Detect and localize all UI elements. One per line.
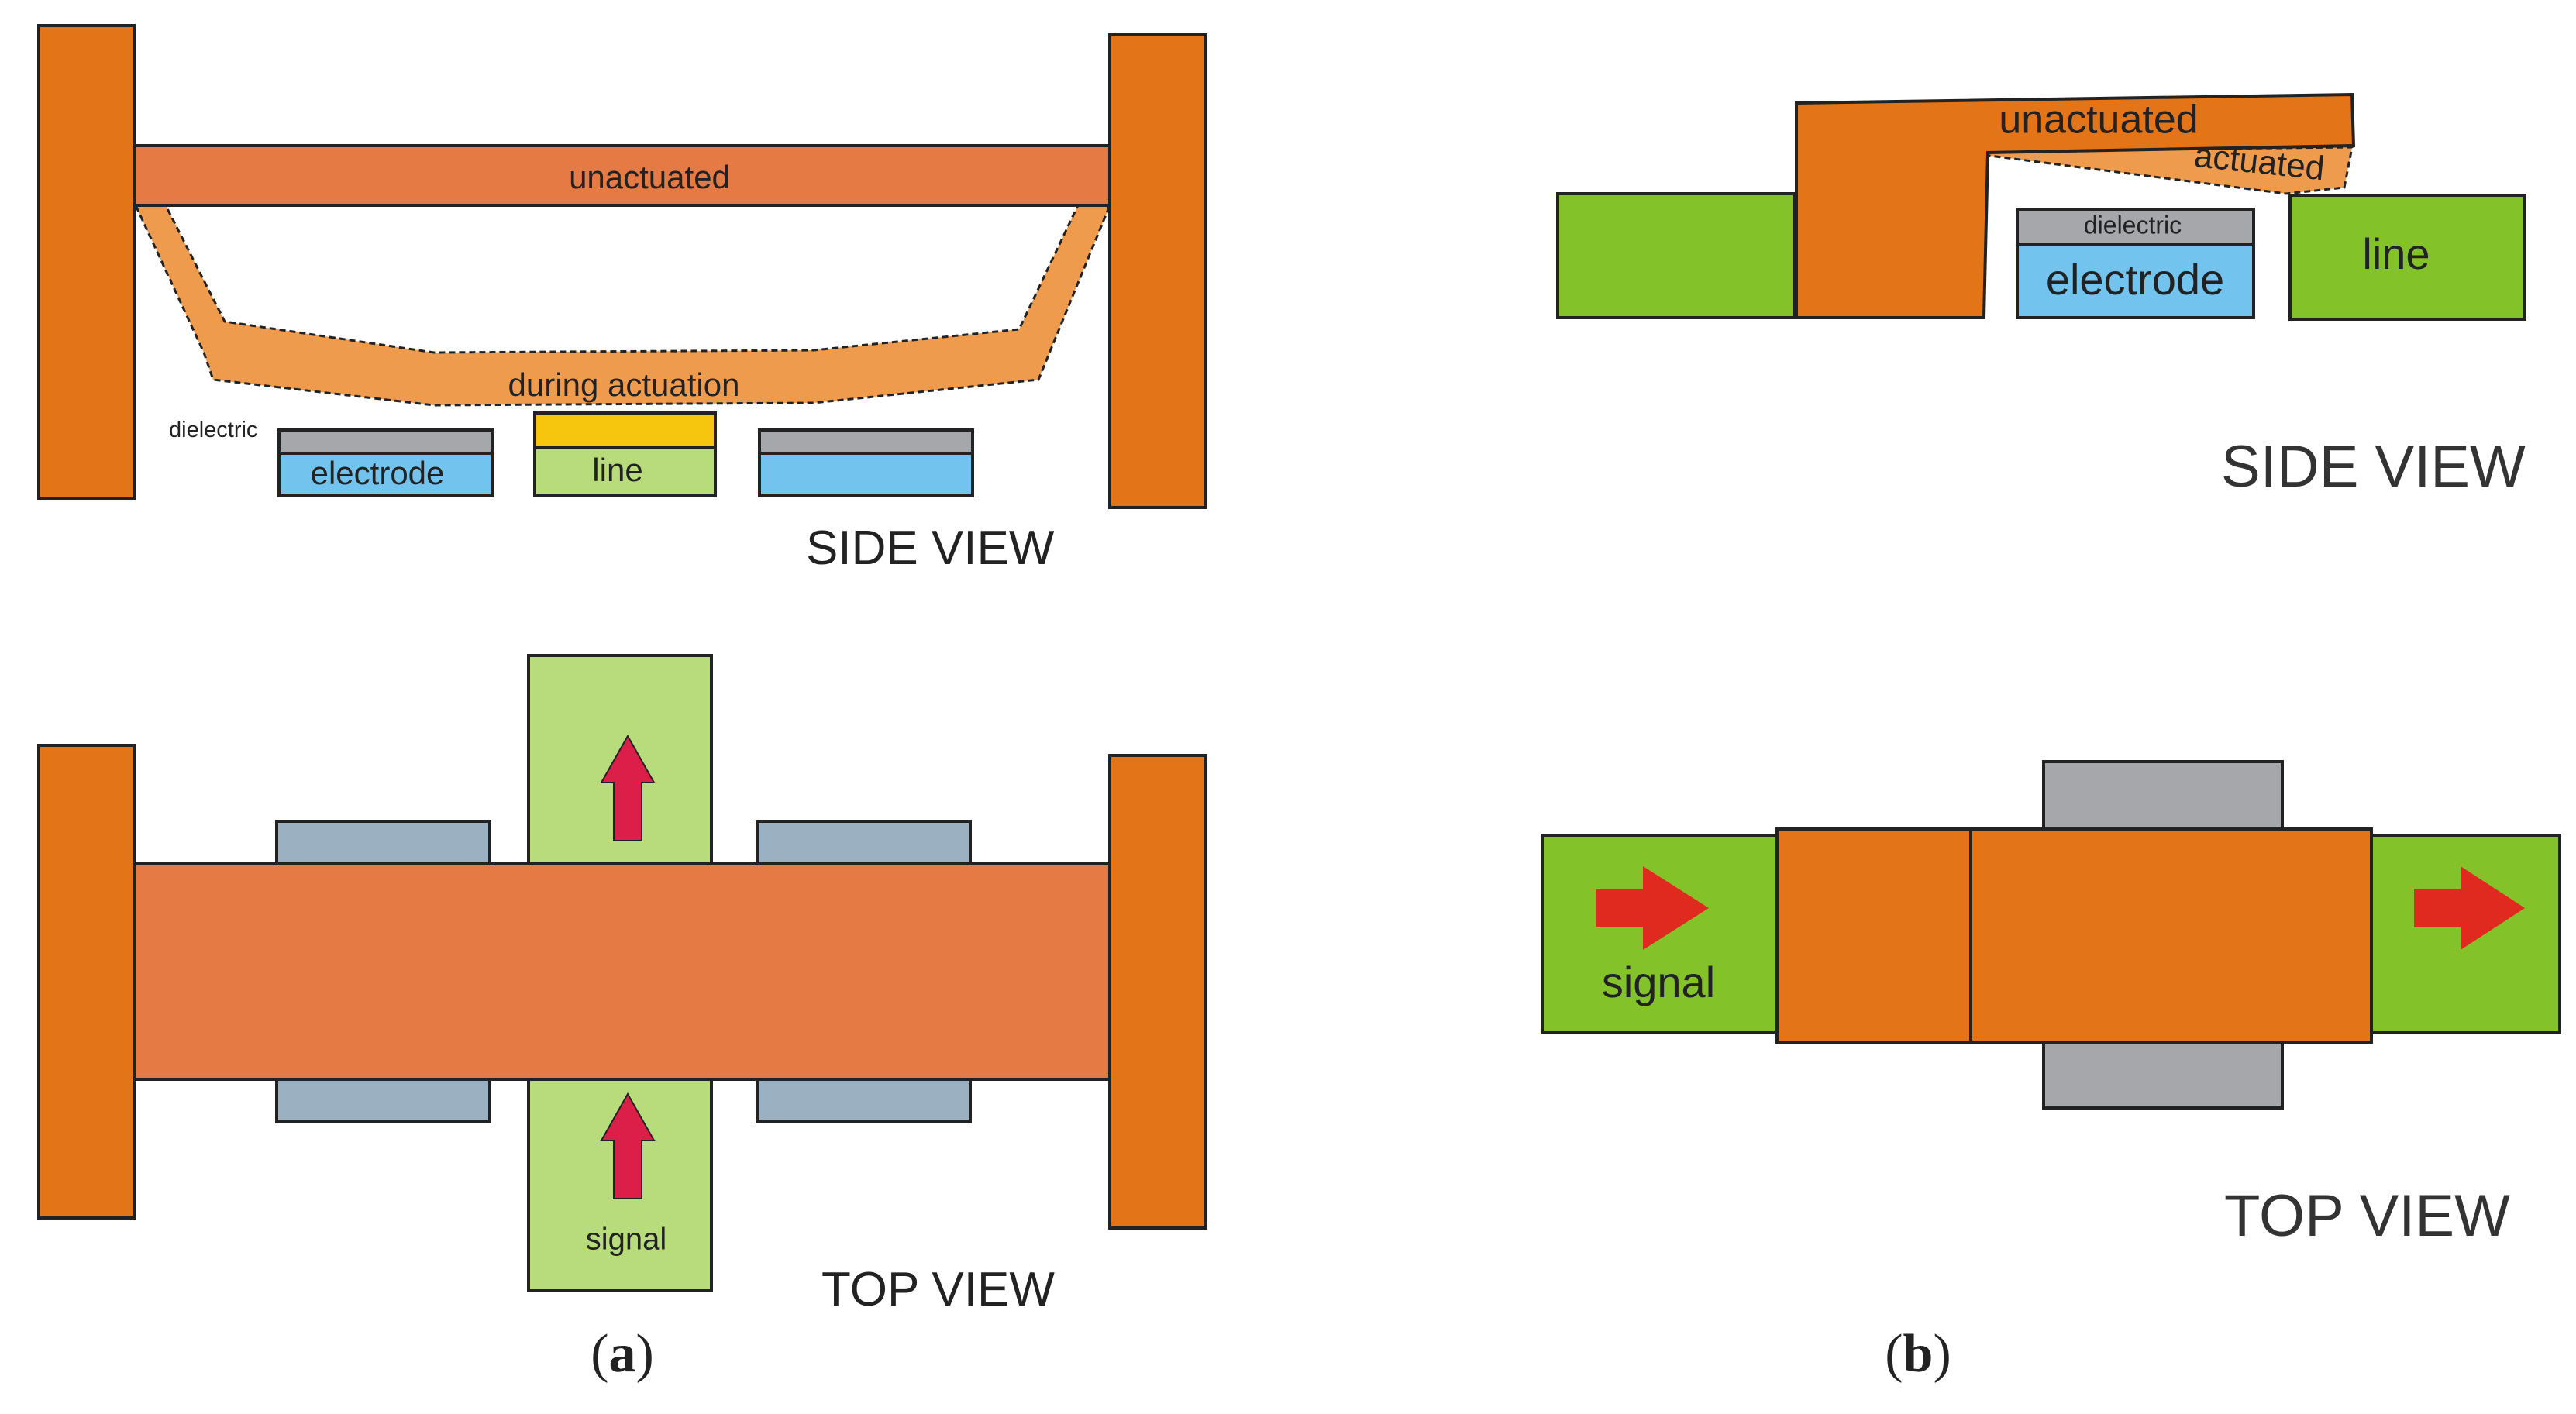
label-electrode: electrode	[311, 455, 445, 491]
top-view-label-b: TOP VIEW	[2224, 1183, 2510, 1249]
anchor-top-left	[37, 744, 136, 1220]
panel-a-top-view: signal TOP VIEW	[37, 654, 1207, 1316]
cantilever-unactuated	[1795, 92, 2356, 319]
caption-a: (a)	[591, 1324, 654, 1384]
bridge-beam-top	[133, 862, 1111, 1081]
electrode-top-b-lower	[2042, 1037, 2284, 1110]
label-dielectric: dielectric	[169, 418, 257, 442]
ground-left	[1556, 192, 1796, 319]
signal-line-side-b	[2288, 194, 2526, 321]
panel-a-side-view: unactuated during actuation dielectric e…	[37, 24, 1207, 575]
electrode-top-right-lower	[756, 1078, 972, 1123]
label-electrode-b: electrode	[2046, 255, 2224, 304]
electrode-b	[2016, 243, 2255, 319]
label-signal-b: signal	[1602, 958, 1715, 1006]
label-signal-a: signal	[586, 1223, 667, 1257]
beam-unactuated	[133, 144, 1111, 207]
label-dielectric-b: dielectric	[2084, 211, 2182, 239]
dielectric-right	[758, 428, 974, 455]
dielectric-b	[2016, 208, 2255, 246]
arrow-up-icon	[600, 1092, 656, 1199]
electrode-top-left-lower	[275, 1078, 491, 1123]
anchor-top-right	[1108, 754, 1207, 1230]
caption-b: (b)	[1885, 1324, 1951, 1384]
arrow-right-icon	[2414, 866, 2525, 950]
arrow-up-icon	[600, 734, 656, 841]
panel-b-side-view: line dielectric electrode unactuated act…	[1556, 92, 2526, 500]
dielectric-left	[277, 428, 494, 455]
label-during-actuation: during actuation	[508, 366, 740, 403]
signal-line	[533, 446, 717, 497]
label-line: line	[592, 452, 642, 488]
label-line-b: line	[2362, 229, 2430, 278]
arrow-right-icon	[1596, 866, 1709, 950]
electrode-right	[758, 452, 974, 497]
top-view-label-a: TOP VIEW	[821, 1263, 1055, 1316]
electrode-left	[277, 452, 494, 497]
anchor-right	[1108, 33, 1207, 509]
label-unactuated: unactuated	[569, 159, 730, 195]
dielectric-center	[533, 411, 717, 449]
electrode-top-left-upper	[275, 820, 491, 865]
cantilever-beam-top-b	[1969, 827, 2373, 1044]
cantilever-anchor-top-b	[1775, 827, 1972, 1044]
label-unactuated-b: unactuated	[1999, 98, 2198, 143]
side-view-label-a: SIDE VIEW	[806, 521, 1055, 575]
electrode-top-b-upper	[2042, 760, 2284, 833]
electrode-top-right-upper	[756, 820, 972, 865]
panel-b-top-view: signal TOP VIEW	[1541, 760, 2561, 1249]
anchor-left	[37, 24, 136, 500]
side-view-label-b: SIDE VIEW	[2221, 434, 2526, 500]
